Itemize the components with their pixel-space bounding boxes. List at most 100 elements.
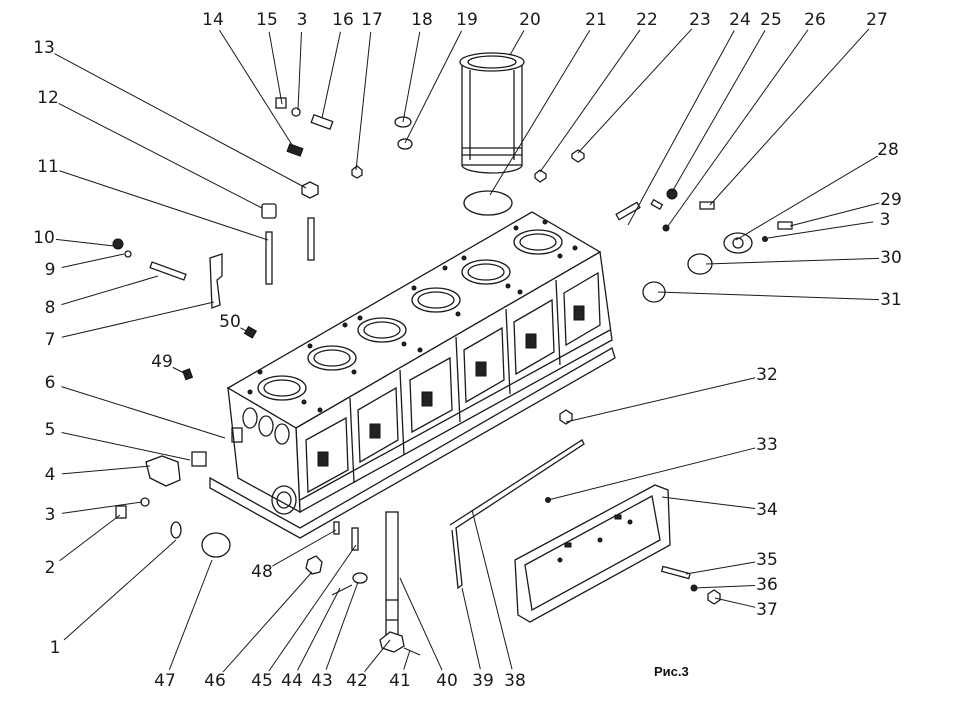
part-number-label: 42 — [346, 671, 368, 691]
leader-line — [59, 514, 121, 562]
leader-line — [218, 29, 295, 149]
leader-line — [661, 496, 756, 510]
part-number-label: 3 — [297, 10, 308, 30]
part-number-label: 48 — [251, 562, 273, 582]
leader-line — [577, 28, 693, 154]
part-number-label: 49 — [151, 352, 173, 372]
part-number-label: 31 — [880, 290, 902, 310]
leader-line — [735, 155, 878, 241]
part-number-label: 36 — [756, 575, 778, 595]
leader-line — [471, 509, 513, 670]
part-number-label: 28 — [877, 140, 899, 160]
part-number-label: 22 — [636, 10, 658, 30]
leader-line — [565, 377, 756, 423]
part-number-label: 45 — [251, 671, 273, 691]
leader-line — [58, 103, 263, 209]
part-number-label: 10 — [33, 228, 55, 248]
leader-line — [657, 291, 880, 301]
part-number-label: 35 — [756, 550, 778, 570]
nut — [379, 631, 405, 653]
part-number-label: 24 — [729, 10, 751, 30]
leader-line — [61, 275, 159, 306]
leader-line — [321, 31, 341, 119]
leader-line — [402, 31, 421, 123]
part-number-label: 29 — [880, 190, 902, 210]
leader-line — [461, 587, 481, 670]
leader-line — [667, 29, 809, 227]
part-number-label: 14 — [202, 10, 224, 30]
leader-line — [63, 539, 177, 641]
part-number-label: 26 — [804, 10, 826, 30]
leader-line — [399, 577, 443, 671]
part-number-label: 17 — [361, 10, 383, 30]
leader-line — [61, 301, 215, 338]
part-number-label: 4 — [45, 465, 56, 485]
cylinder-liner — [459, 52, 525, 174]
leader-line — [355, 31, 372, 171]
leader-line — [61, 465, 151, 475]
leader-lines — [54, 28, 880, 673]
leader-line — [709, 28, 870, 206]
side-cover — [514, 484, 671, 623]
part-number-label: 34 — [756, 500, 778, 520]
gasket — [449, 439, 585, 590]
part-number-label: 37 — [756, 600, 778, 620]
leader-line — [539, 29, 641, 173]
leader-line — [168, 559, 213, 670]
leader-line — [693, 584, 756, 589]
bracket — [209, 253, 223, 309]
part-number-label: 46 — [204, 671, 226, 691]
part-number-label: 11 — [37, 157, 59, 177]
part-number-label: 25 — [760, 10, 782, 30]
part-number-label: 13 — [33, 38, 55, 58]
leader-line — [61, 386, 226, 439]
leader-line — [172, 366, 189, 376]
part-number-label: 5 — [45, 420, 56, 440]
leader-line — [268, 31, 283, 105]
part-number-label: 16 — [332, 10, 354, 30]
part-number-label: 18 — [411, 10, 433, 30]
part-number-label: 12 — [37, 88, 59, 108]
leader-line — [61, 253, 125, 268]
leader-line — [297, 31, 302, 111]
part-number-label: 38 — [504, 671, 526, 691]
part-number-label: 41 — [389, 671, 411, 691]
studs — [265, 217, 315, 285]
leader-line — [767, 221, 874, 239]
leader-line — [61, 501, 143, 514]
leader-line — [268, 544, 357, 672]
leader-line — [403, 649, 411, 670]
leader-line — [547, 447, 756, 501]
small-parts — [112, 97, 793, 656]
leader-line — [55, 238, 115, 247]
leader-line — [789, 202, 880, 227]
part-number-label: 44 — [281, 671, 303, 691]
part-number-label: 32 — [756, 365, 778, 385]
part-number-label: 39 — [472, 671, 494, 691]
leader-line — [364, 639, 391, 672]
part-number-label: 1 — [50, 638, 61, 658]
part-number-label: 7 — [45, 330, 56, 350]
leader-line — [297, 587, 341, 671]
leader-line — [272, 529, 337, 567]
leader-line — [671, 30, 766, 193]
part-number-label: 50 — [219, 312, 241, 332]
part-number-label: 19 — [456, 10, 478, 30]
leader-line — [61, 432, 191, 461]
part-number-label: 8 — [45, 298, 56, 318]
leader-line — [685, 561, 756, 575]
long-bolt — [149, 261, 187, 281]
part-number-label: 3 — [45, 505, 56, 525]
part-number-label: 40 — [436, 671, 458, 691]
cylinder-block — [209, 211, 616, 539]
part-number-label: 43 — [311, 671, 333, 691]
part-number-label: 2 — [45, 558, 56, 578]
leader-line — [509, 30, 525, 56]
figure-caption: Рис.3 — [654, 664, 689, 679]
part-number-label: 15 — [256, 10, 278, 30]
part-number-label: 6 — [45, 373, 56, 393]
part-number-label: 30 — [880, 248, 902, 268]
part-number-label: 3 — [880, 210, 891, 230]
leader-line — [627, 30, 735, 226]
